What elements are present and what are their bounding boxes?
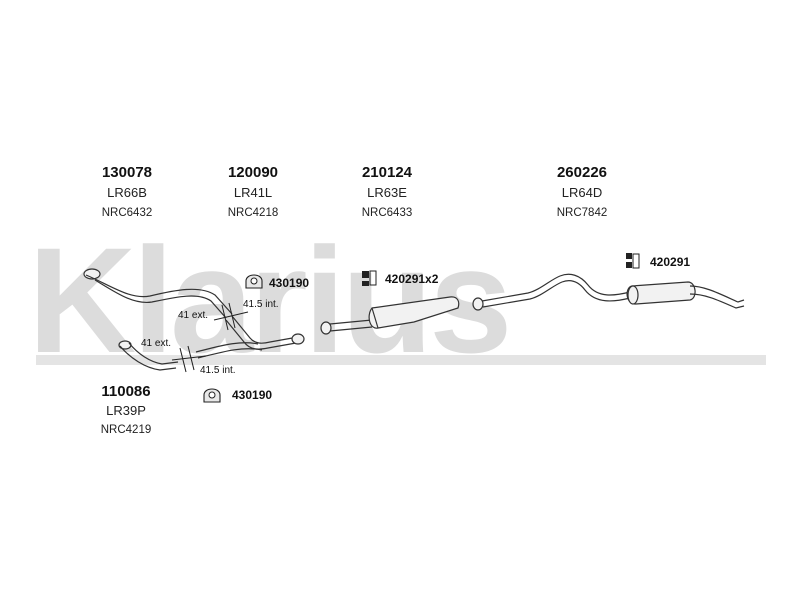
part-label-110086: 110086 LR39P NRC4219 — [101, 383, 152, 436]
front-pipe-130078 — [83, 268, 233, 319]
mount-hole — [208, 391, 216, 399]
part-number: 120090 — [228, 164, 278, 181]
clamp-label: 430190 — [269, 276, 309, 290]
joint-label-upper-ext: 41 ext. — [178, 310, 208, 321]
part-code: LR39P — [106, 403, 146, 418]
clamp-430190-upper: 430190 — [245, 274, 309, 290]
clamp-label: 420291x2 — [385, 272, 439, 286]
pipe-upper-edge — [85, 274, 233, 315]
part-oe-number: NRC4218 — [228, 207, 279, 219]
inlet-pipe-upper — [329, 319, 373, 325]
silencer-body — [368, 296, 460, 329]
part-label-260226: 260226 LR64D NRC7842 — [557, 164, 608, 219]
part-code: LR63E — [367, 185, 407, 200]
tailpipe-upper — [689, 285, 745, 303]
front-pipe-110086 — [118, 340, 179, 371]
part-oe-number: NRC6433 — [362, 207, 413, 219]
joint-line — [171, 355, 207, 361]
part-code: LR64D — [562, 185, 602, 200]
joint-label-lower-ext: 41 ext. — [141, 338, 171, 349]
joint-line — [179, 347, 187, 373]
part-number: 130078 — [102, 164, 152, 181]
pipe-lower-branch-upper — [195, 342, 259, 353]
watermark-underline — [36, 355, 766, 365]
part-number: 260226 — [557, 164, 607, 181]
joint-label-lower-int: 41.5 int. — [200, 365, 236, 376]
clamp-430190-lower: 430190 — [203, 388, 272, 403]
silencer-end-cap — [371, 307, 379, 329]
rear-silencer-260226 — [481, 273, 745, 309]
tail-pipe-lower — [482, 280, 631, 308]
tailpipe-lower — [689, 293, 745, 309]
joint-marker-lower — [171, 345, 207, 373]
bracket-icon-top — [626, 253, 632, 259]
part-oe-number: NRC7842 — [557, 207, 608, 219]
rear-silencer-body — [626, 281, 696, 305]
joint-label-upper-int: 41.5 int. — [243, 299, 279, 310]
pipe-lower-edge — [128, 342, 179, 365]
mount-hole — [250, 277, 258, 285]
clamp-420291x2: 420291x2 — [362, 270, 439, 286]
outlet-flange — [472, 297, 484, 311]
bracket-icon-bottom — [362, 281, 369, 286]
part-code: LR41L — [234, 185, 272, 200]
part-oe-number: NRC6432 — [102, 207, 153, 219]
part-label-210124: 210124 LR63E NRC6433 — [362, 164, 413, 219]
part-label-120090: 120090 LR41L NRC4218 — [228, 164, 279, 219]
part-code: LR66B — [107, 185, 147, 200]
bracket-icon-top — [362, 271, 369, 278]
pipe-flange — [291, 333, 305, 345]
pipe-lower-edge — [94, 279, 227, 319]
part-oe-number: NRC4219 — [101, 424, 152, 436]
inlet-pipe-lower — [329, 326, 373, 332]
silencer-front-cap — [627, 285, 639, 305]
bracket-icon-bottom — [626, 262, 632, 268]
clamp-label: 430190 — [232, 388, 272, 402]
intermediate-pipe-120090 — [195, 315, 305, 359]
center-silencer-210124 — [320, 296, 484, 335]
bracket-outline — [632, 253, 640, 269]
pipe-upper-edge — [119, 345, 177, 371]
part-number: 210124 — [362, 164, 413, 181]
pipe-upper-edge — [231, 315, 299, 344]
joint-line — [213, 311, 249, 321]
clamp-label: 420291 — [650, 255, 690, 269]
part-number: 110086 — [101, 383, 150, 400]
tail-pipe-upper — [481, 273, 631, 302]
clamp-420291: 420291 — [626, 253, 690, 269]
inlet-flange — [320, 321, 332, 335]
bracket-outline — [369, 270, 377, 286]
part-label-130078: 130078 LR66B NRC6432 — [102, 164, 153, 219]
joint-marker-upper — [213, 302, 249, 331]
